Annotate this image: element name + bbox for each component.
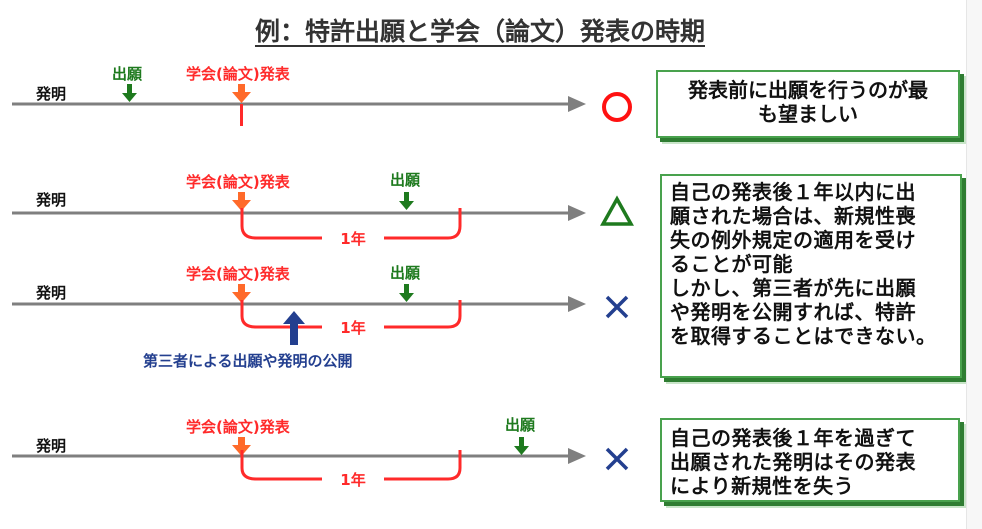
presentation-label: 学会(論文)発表 xyxy=(186,418,291,436)
invention-label: 発明 xyxy=(35,284,66,302)
presentation-arrow-icon xyxy=(232,84,251,103)
one-year-label: 1年 xyxy=(340,319,365,337)
filing-arrow-icon xyxy=(399,192,414,210)
cross-icon xyxy=(605,447,629,471)
timeline-arrowhead xyxy=(568,205,586,221)
page-side-border xyxy=(966,0,982,529)
one-year-bracket xyxy=(240,300,462,329)
filing-label: 出願 xyxy=(390,171,421,189)
note-box-novelty-lost: 自己の発表後１年を過ぎて 出願された発明はその発表 により新規性を失う xyxy=(660,418,960,502)
triangle-icon xyxy=(600,195,634,226)
presentation-label: 学会(論文)発表 xyxy=(186,265,291,283)
cross-icon xyxy=(605,295,629,319)
note-text: 自己の発表後１年以内に出 願された場合は、新規性喪 失の例外規定の適用を受け る… xyxy=(670,180,937,348)
circle-icon xyxy=(602,92,632,122)
diagram-title: 例：特許出願と学会（論文）発表の時期 xyxy=(254,17,705,46)
invention-label: 発明 xyxy=(35,437,66,455)
presentation-label: 学会(論文)発表 xyxy=(186,173,291,191)
filing-label: 出願 xyxy=(390,264,421,282)
row-1: 発明 出願 学会(論文)発表 xyxy=(12,65,632,126)
timeline-arrowhead xyxy=(568,448,586,464)
filing-arrow-icon xyxy=(399,284,414,302)
filing-arrow-icon xyxy=(122,84,137,102)
one-year-label: 1年 xyxy=(340,230,365,248)
filing-label: 出願 xyxy=(505,416,536,434)
one-year-bracket xyxy=(240,208,462,240)
timeline-arrowhead xyxy=(568,296,586,312)
row-2: 発明 学会(論文)発表 出願 1年 xyxy=(12,171,634,248)
invention-label: 発明 xyxy=(35,85,66,103)
third-party-arrow-icon xyxy=(283,311,305,345)
filing-label: 出願 xyxy=(112,65,143,83)
third-party-label: 第三者による出願や発明の公開 xyxy=(143,352,353,370)
note-box-best: 発表前に出願を行うのが最 も望ましい xyxy=(656,70,960,138)
one-year-bracket xyxy=(240,450,462,481)
row-3: 発明 学会(論文)発表 出願 1年 第三者による出願や発明の公開 xyxy=(12,264,629,370)
invention-label: 発明 xyxy=(35,191,66,209)
presentation-label: 学会(論文)発表 xyxy=(186,65,291,83)
row-4: 発明 学会(論文)発表 出願 1年 xyxy=(12,416,629,489)
note-text: 自己の発表後１年を過ぎて 出願された発明はその発表 により新規性を失う xyxy=(670,426,916,498)
note-text: 発表前に出願を行うのが最 も望ましい xyxy=(688,78,928,126)
note-box-grace-period: 自己の発表後１年以内に出 願された場合は、新規性喪 失の例外規定の適用を受け る… xyxy=(660,174,962,378)
presentation-arrow-icon xyxy=(232,192,251,211)
timeline-arrowhead xyxy=(568,96,586,112)
filing-arrow-icon xyxy=(514,437,529,455)
presentation-arrow-icon xyxy=(232,284,251,303)
one-year-label: 1年 xyxy=(340,471,365,489)
